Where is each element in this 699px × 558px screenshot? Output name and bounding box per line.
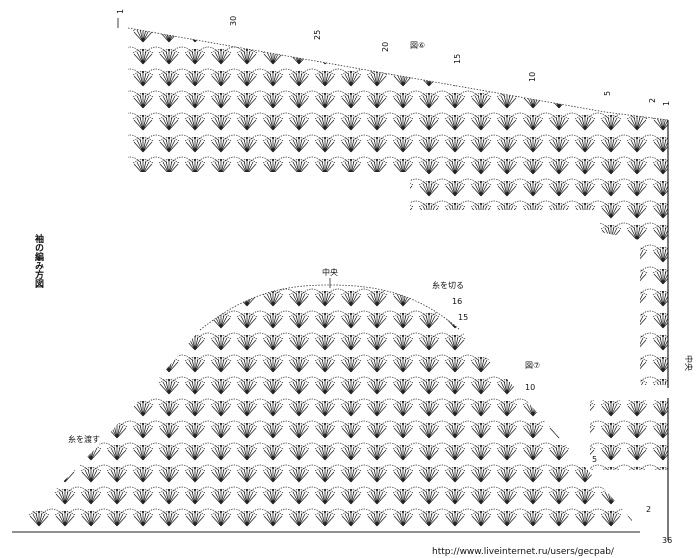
bottom-row-label-10: 10 (525, 383, 535, 392)
page-title: 袖の編み方図 (33, 233, 45, 289)
top-row-label-1b: 1 (662, 101, 671, 106)
cut-yarn-note: 糸を切る (432, 280, 464, 290)
top-row-label-30: 30 (229, 16, 238, 26)
top-row-label-15: 15 (453, 54, 462, 64)
top-row-label-2: 2 (648, 98, 657, 103)
bottom-fig-label: 図⑦ (525, 361, 540, 370)
top-row-label-25: 25 (313, 30, 322, 40)
top-fig-label: 図⑥ (410, 41, 425, 50)
bottom-row-label-36: 36 (662, 536, 672, 545)
top-row-label-1a: 1 (116, 9, 125, 14)
top-center-label: 中央 (684, 355, 694, 371)
bottom-row-label-5: 5 (592, 455, 597, 464)
top-row-label-10: 10 (528, 72, 537, 82)
top-row-label-5: 5 (603, 91, 612, 96)
top-diagram (117, 18, 669, 540)
bottom-diagram (12, 284, 640, 533)
bottom-row-label-16: 16 (452, 297, 462, 306)
watermark: http://www.liveinternet.ru/users/gecpab/ (432, 547, 615, 557)
bottom-row-label-2: 2 (646, 505, 651, 514)
join-yarn-note: 糸を渡す (68, 434, 100, 444)
bottom-row-label-15: 15 (458, 313, 468, 322)
bottom-center-label: 中央 (322, 267, 338, 277)
top-row-label-20: 20 (381, 42, 390, 52)
